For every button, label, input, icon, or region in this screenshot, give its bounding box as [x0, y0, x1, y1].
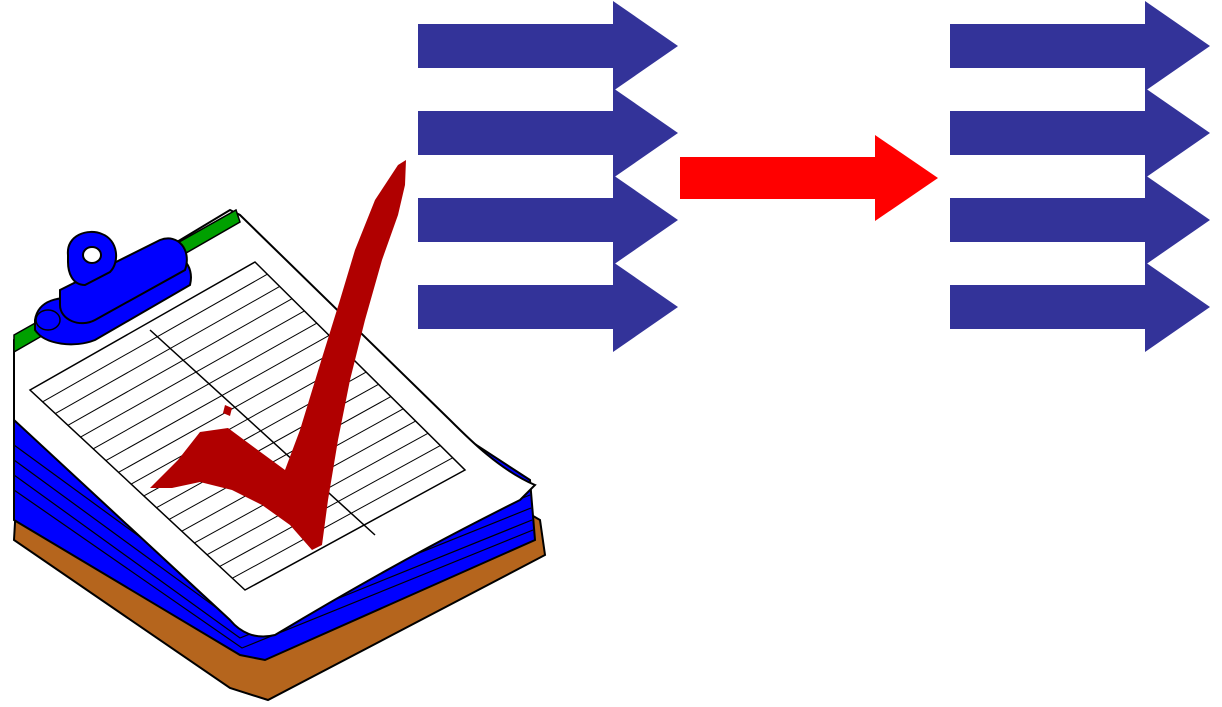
arrow-right-icon	[418, 88, 678, 178]
right-arrow-group	[950, 1, 1210, 352]
arrow-right-icon	[680, 135, 938, 221]
arrow-right-icon	[418, 262, 678, 352]
arrow-right-icon	[950, 1, 1210, 91]
arrow-right-icon	[950, 175, 1210, 265]
arrow-right-icon	[418, 175, 678, 265]
arrow-right-icon	[950, 88, 1210, 178]
arrow-right-icon	[950, 262, 1210, 352]
left-arrow-group	[418, 1, 678, 352]
arrow-right-icon	[418, 1, 678, 91]
connector-arrow	[680, 135, 938, 221]
